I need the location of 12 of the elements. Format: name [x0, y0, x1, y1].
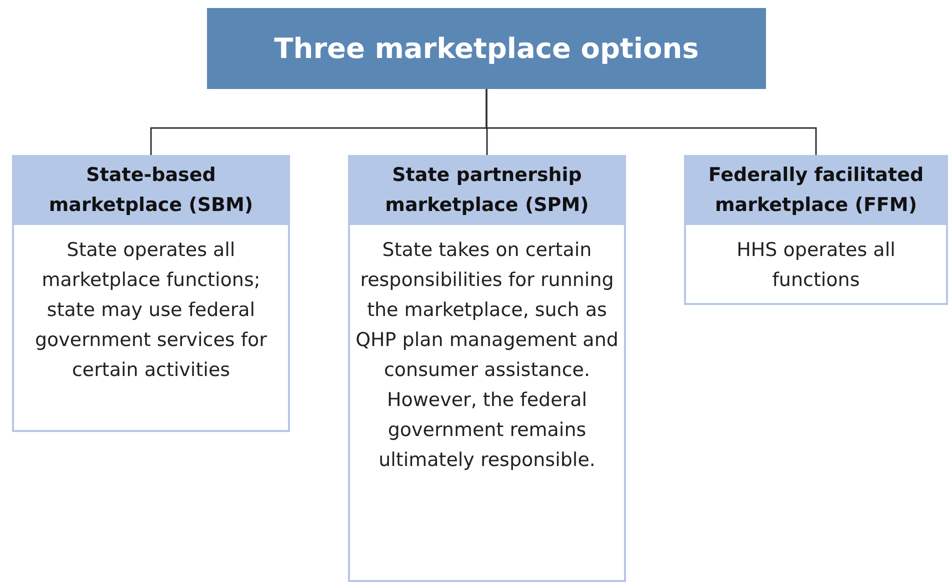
option-description: State takes on certain responsibilities for running the marketplace, such as QHP plan management and consumer assistance. However, the federal government remains ultimately responsible. — [354, 238, 620, 473]
option-heading: State partnership marketplace (SPM) — [350, 155, 624, 225]
option-card — [684, 155, 948, 305]
option-heading: Federally facilitated marketplace (FFM) — [686, 155, 946, 225]
option-card — [348, 155, 626, 582]
connector-line — [486, 89, 817, 155]
title-text: Three marketplace options — [274, 32, 699, 65]
option-description: HHS operates all functions — [736, 238, 896, 293]
title-box — [207, 8, 766, 89]
option-description: State operates all marketplace functions; state may use federal government services for certain activities — [34, 238, 268, 383]
option-heading: State-based marketplace (SBM) — [14, 155, 288, 225]
option-card — [12, 155, 290, 432]
